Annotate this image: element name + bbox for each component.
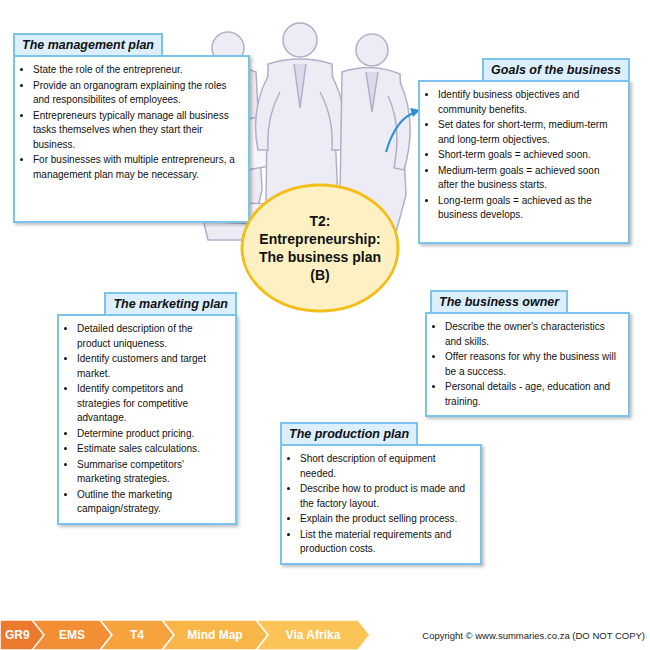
pointer-arrow — [386, 108, 420, 152]
bullet-item: For businesses with multiple entrepreneu… — [33, 153, 240, 182]
chevron-text: Mind Map — [187, 628, 242, 642]
bullet-item: Determine product pricing. — [77, 427, 227, 442]
bullet-item: Explain the product selling process. — [300, 512, 472, 527]
bullet-item: Provide an organogram explaining the rol… — [33, 79, 240, 108]
bullet-list: Describe the owner's characteristics and… — [431, 320, 620, 409]
bullet-item: Detailed description of the product uniq… — [77, 322, 227, 351]
chevron-text: T4 — [130, 628, 144, 642]
chevron-polygon — [256, 620, 370, 650]
bullet-item: Describe the owner's characteristics and… — [445, 320, 620, 349]
copyright-note: Copyright © www.summaries.co.za (DO NOT … — [422, 630, 645, 641]
box-heading: The management plan — [13, 33, 163, 57]
bullet-item: Medium-term goals = achieved soon after … — [438, 164, 620, 193]
chevron-polygon — [32, 620, 112, 650]
box-heading: The business owner — [430, 290, 568, 314]
info-box: The management planState the role of the… — [13, 33, 250, 223]
chevron-text: EMS — [59, 628, 85, 642]
bullet-item: State the role of the entrepreneur. — [33, 63, 240, 78]
center-ellipse: T2: Entrepreneurship: The business plan … — [240, 183, 400, 313]
bullet-item: Entrepreneurs typically manage all busin… — [33, 109, 240, 153]
bullet-item: Estimate sales calculations. — [77, 442, 227, 457]
bullet-item: Long-term goals = achieved as the busine… — [438, 194, 620, 223]
info-box: The marketing planDetailed description o… — [57, 292, 237, 525]
footer-chevron: T4 — [100, 620, 174, 650]
bullet-list: Identify business objectives and communi… — [424, 88, 620, 223]
bullet-item: Identify customers and target market. — [77, 352, 227, 381]
bullet-item: Identify business objectives and communi… — [438, 88, 620, 117]
box-heading: The marketing plan — [104, 292, 237, 316]
box-body: Identify business objectives and communi… — [418, 80, 630, 244]
chevron-text: Via Afrika — [286, 628, 341, 642]
ellipse-shape — [242, 185, 398, 311]
chevron-polygon — [162, 620, 268, 650]
bullet-item: Short-term goals = achieved soon. — [438, 148, 620, 163]
bullet-item: Personal details - age, education and tr… — [445, 380, 620, 409]
bullet-item: Identify competitors and strategies for … — [77, 382, 227, 426]
bullet-list: State the role of the entrepreneur.Provi… — [19, 63, 240, 182]
bullet-item: Outline the marketing campaign/strategy. — [77, 488, 227, 517]
info-box: The production planShort description of … — [280, 422, 482, 565]
bullet-item: Set dates for short-term, medium-term an… — [438, 118, 620, 147]
bullet-item: Short description of equipment needed. — [300, 452, 472, 481]
bullet-item: List the material requirements and produ… — [300, 528, 472, 557]
bullet-list: Detailed description of the product uniq… — [63, 322, 227, 517]
center-title: T2: Entrepreneurship: The business plan … — [255, 212, 385, 285]
box-heading: Goals of the business — [482, 58, 630, 82]
bullet-item: Summarise competitors' marketing strateg… — [77, 458, 227, 487]
box-body: Detailed description of the product uniq… — [57, 314, 237, 525]
bullet-list: Short description of equipment needed.De… — [286, 452, 472, 557]
box-body: Short description of equipment needed.De… — [280, 444, 482, 565]
info-box: Goals of the businessIdentify business o… — [418, 58, 630, 244]
box-body: State the role of the entrepreneur.Provi… — [13, 55, 250, 223]
box-heading: The production plan — [280, 422, 418, 446]
chevron-text: GR9 — [5, 628, 30, 642]
footer-chevron: Via Afrika — [256, 620, 370, 650]
chevron-polygon — [100, 620, 174, 650]
info-box: The business ownerDescribe the owner's c… — [425, 290, 630, 417]
bullet-item: Offer reasons for why the business will … — [445, 350, 620, 379]
bullet-item: Describe how to product is made and the … — [300, 482, 472, 511]
box-body: Describe the owner's characteristics and… — [425, 312, 630, 417]
footer-chevron: Mind Map — [162, 620, 268, 650]
footer-chevron: EMS — [32, 620, 112, 650]
ellipse-outline — [240, 183, 400, 313]
